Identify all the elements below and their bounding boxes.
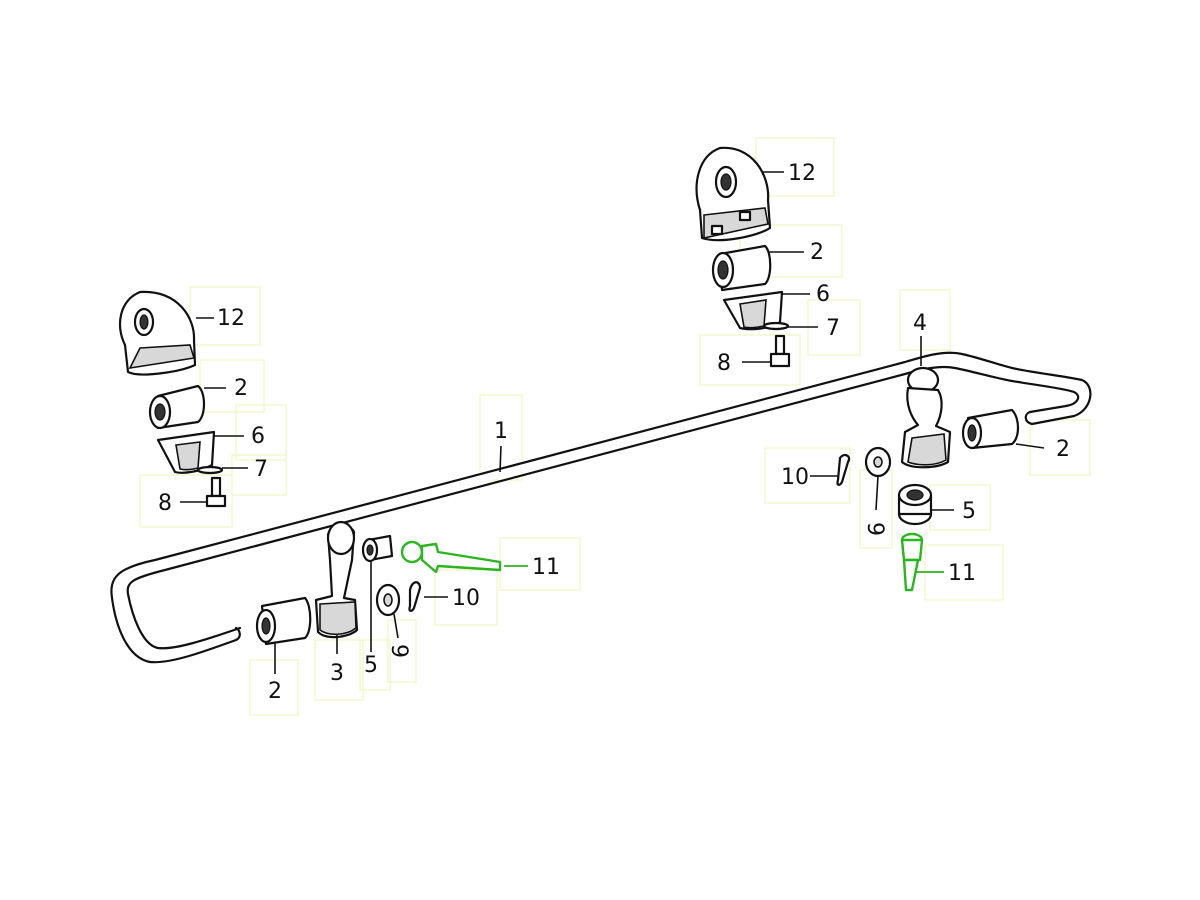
label-2-right-upper: 2 bbox=[810, 240, 824, 265]
label-2-left-lower: 2 bbox=[268, 679, 282, 704]
label-2-left-upper: 2 bbox=[234, 376, 248, 401]
label-5-left: 5 bbox=[364, 653, 378, 678]
label-6-left: 6 bbox=[251, 424, 265, 449]
label-4: 4 bbox=[913, 311, 927, 336]
washer-9-right bbox=[864, 446, 892, 478]
bushing-right-upper bbox=[711, 244, 772, 292]
mount-bracket-left bbox=[118, 290, 197, 376]
part-labels: 12 2 6 7 8 12 2 6 7 8 4 2 10 9 5 11 1 11… bbox=[158, 161, 1070, 704]
link-left bbox=[314, 520, 359, 639]
bushing-left-lower bbox=[255, 596, 312, 646]
ball-stud-right bbox=[900, 532, 924, 592]
label-6-right: 6 bbox=[816, 282, 830, 307]
label-2-right-lower: 2 bbox=[1056, 437, 1070, 462]
label-11-left: 11 bbox=[532, 555, 560, 580]
label-11-right: 11 bbox=[948, 561, 976, 586]
link-right bbox=[900, 366, 952, 469]
bushing-left-upper bbox=[148, 384, 206, 430]
rubber-bush-right bbox=[897, 483, 933, 526]
label-5-right: 5 bbox=[962, 499, 976, 524]
label-3: 3 bbox=[330, 661, 344, 686]
bushing-right-lower bbox=[961, 408, 1020, 450]
label-7-right: 7 bbox=[826, 316, 840, 341]
label-10-right: 10 bbox=[781, 465, 809, 490]
bolt-right bbox=[769, 334, 791, 368]
label-7-left: 7 bbox=[254, 457, 268, 482]
washer-left bbox=[196, 465, 224, 475]
rubber-bush-left bbox=[361, 534, 394, 563]
label-1: 1 bbox=[494, 419, 508, 444]
washer-9-left bbox=[375, 583, 401, 617]
bolt-left bbox=[205, 476, 227, 508]
label-12-left: 12 bbox=[217, 306, 245, 331]
washer-right bbox=[762, 321, 790, 331]
label-12-right: 12 bbox=[788, 161, 816, 186]
label-8-left: 8 bbox=[158, 491, 172, 516]
cotter-pin-right bbox=[836, 453, 851, 486]
mount-bracket-right bbox=[695, 146, 772, 242]
label-9-right: 9 bbox=[862, 522, 887, 536]
label-10-left: 10 bbox=[452, 586, 480, 611]
leaders bbox=[180, 171, 1045, 674]
cotter-pin-left bbox=[408, 581, 422, 612]
label-9-left: 9 bbox=[386, 644, 411, 658]
ball-stud-left bbox=[400, 540, 502, 574]
label-8-right: 8 bbox=[717, 351, 731, 376]
